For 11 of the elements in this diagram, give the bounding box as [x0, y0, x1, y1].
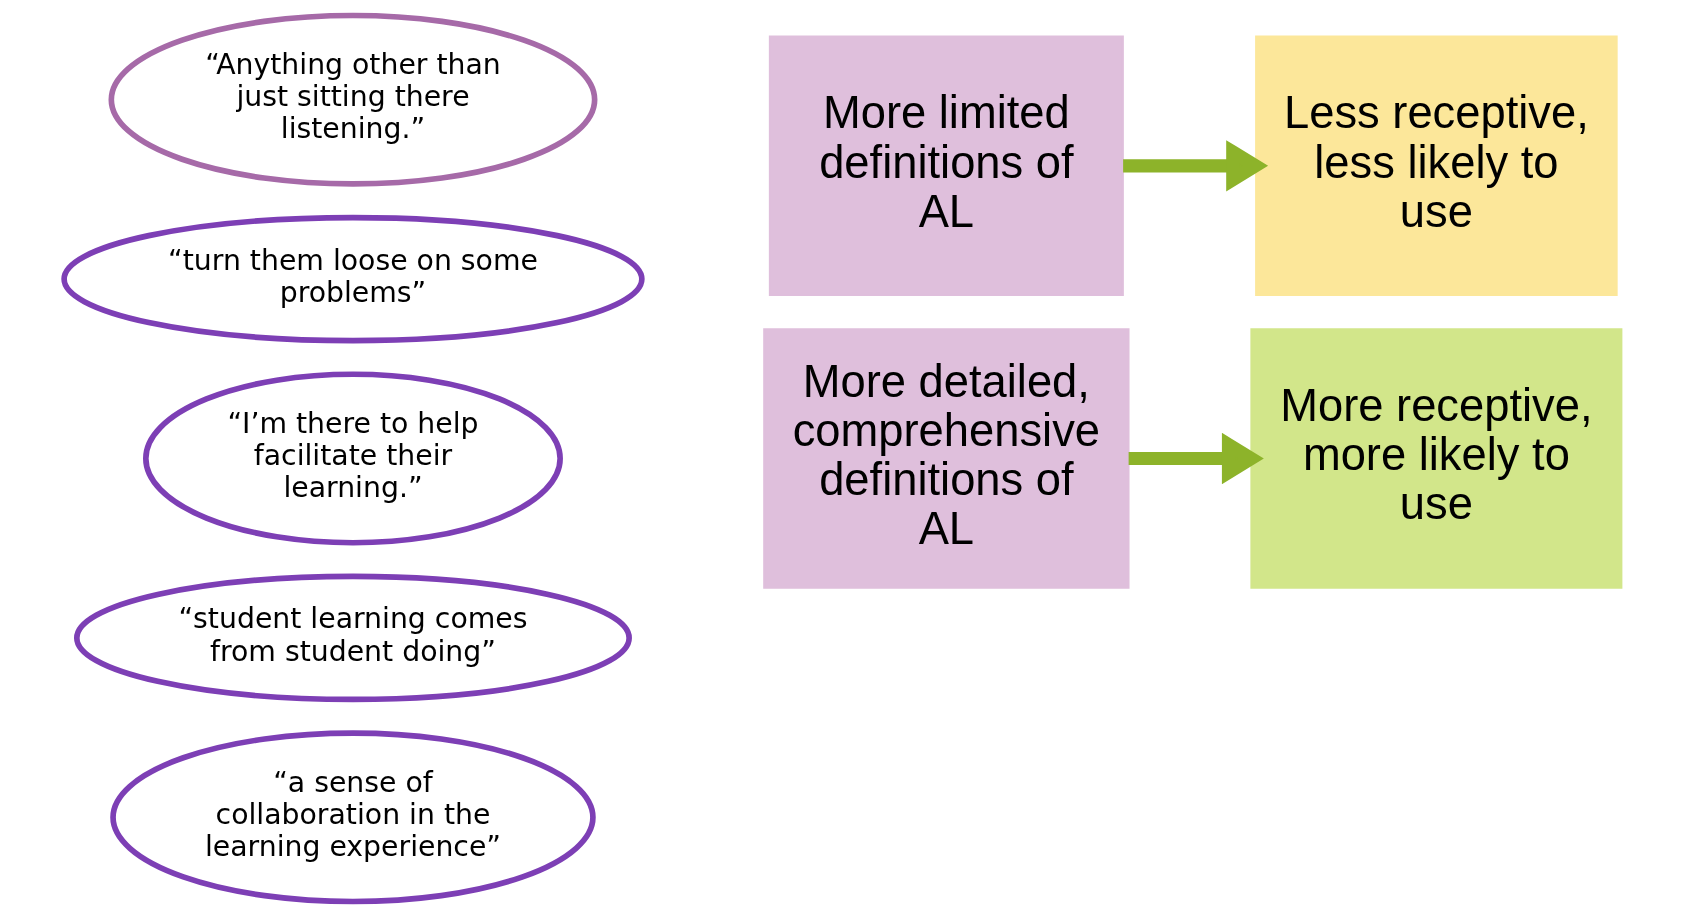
node-box: More detailed, comprehensive definitions of AL: [762, 328, 1130, 589]
node-ellipse: “student learning comes from student doing”: [73, 573, 632, 703]
node-ellipse: “a sense of collaboration in the learning experience”: [109, 730, 596, 905]
node-ellipse: “I’m there to help facilitate their learning.”: [142, 371, 563, 546]
node-ellipse: “turn them loose on some problems”: [60, 214, 645, 344]
node-ellipse: “Anything other than just sitting there listening.”: [108, 12, 597, 187]
arrow: [1122, 140, 1268, 192]
node-box: More limited definitions of AL: [768, 35, 1124, 297]
node-box: More receptive, more likely to use: [1249, 328, 1622, 589]
node-box: Less receptive, less likely to use: [1254, 35, 1618, 297]
arrow: [1128, 432, 1264, 485]
